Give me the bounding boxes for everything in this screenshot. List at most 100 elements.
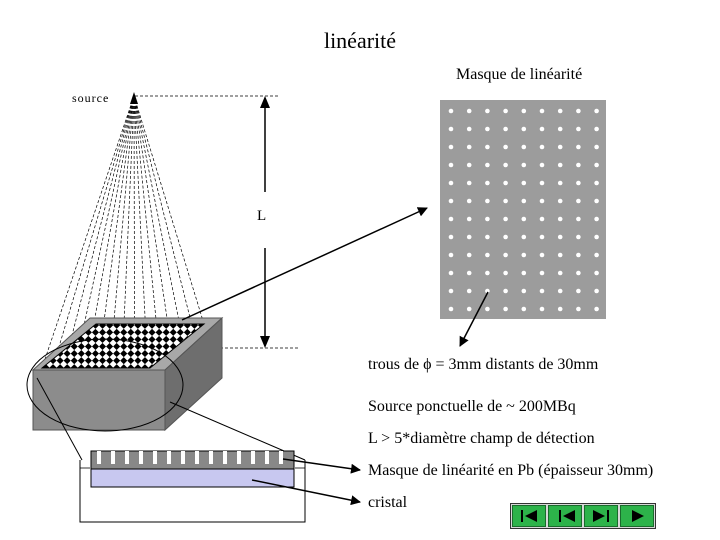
mask-hole	[539, 180, 545, 186]
mask-hole	[521, 288, 527, 294]
mask-hole	[557, 108, 563, 114]
mask-hole	[521, 198, 527, 204]
mask-hole	[594, 216, 599, 222]
arrow-to-pb	[282, 458, 361, 474]
mask-hole	[448, 234, 454, 240]
mask-hole	[466, 216, 472, 222]
mask-hole	[503, 306, 508, 312]
mask-hole	[503, 198, 508, 204]
mask-hole	[539, 108, 545, 114]
mask-hole	[485, 198, 490, 204]
mask-hole	[485, 234, 490, 240]
crystal-caption: cristal	[368, 494, 408, 511]
last-slide-button[interactable]	[620, 505, 654, 527]
mask-hole	[485, 108, 490, 114]
previous-slide-button[interactable]	[548, 505, 582, 527]
mask-hole	[466, 180, 472, 186]
mask-hole	[576, 198, 581, 204]
mask-hole	[539, 234, 545, 240]
mask-hole	[594, 252, 599, 258]
mask-hole	[594, 162, 599, 168]
mask-hole	[594, 306, 599, 312]
holes-caption: trous de ϕ = 3mm distants de 30mm	[368, 356, 599, 373]
mask-hole	[466, 198, 472, 204]
mask-hole	[521, 126, 527, 132]
mask-hole	[594, 234, 599, 240]
mask-holes	[448, 108, 599, 312]
mask-hole	[539, 252, 545, 258]
mask-hole	[448, 270, 454, 276]
mask-hole	[557, 216, 563, 222]
mask-hole	[503, 162, 508, 168]
mask-hole	[594, 126, 599, 132]
mask-hole	[521, 252, 527, 258]
arrow-to-mask	[181, 207, 428, 321]
mask-hole	[503, 144, 508, 150]
mask-hole	[557, 234, 563, 240]
source-caption: Source ponctuelle de ~ 200MBq	[368, 398, 576, 415]
mask-hole	[539, 216, 545, 222]
mask-hole	[539, 162, 545, 168]
mask-hole	[485, 216, 490, 222]
pb-mask-caption: Masque de linéarité en Pb (épaisseur 30m…	[368, 462, 654, 479]
mask-hole	[503, 216, 508, 222]
mask-hole	[448, 198, 454, 204]
mask-hole	[448, 216, 454, 222]
checker-mask	[40, 323, 206, 369]
first-icon	[521, 510, 537, 522]
mask-hole	[576, 108, 581, 114]
mask-hole	[448, 162, 454, 168]
mask-hole	[448, 288, 454, 294]
mask-hole	[503, 108, 508, 114]
next-slide-button[interactable]	[584, 505, 618, 527]
mask-hole	[485, 126, 490, 132]
mask-hole	[576, 144, 581, 150]
next-icon	[593, 510, 609, 522]
mask-hole	[485, 288, 490, 294]
mask-hole	[594, 144, 599, 150]
distance-arrow	[260, 96, 270, 348]
mask-hole	[466, 126, 472, 132]
mask-hole	[557, 126, 563, 132]
mask-hole	[503, 270, 508, 276]
arrow-to-crystal	[251, 479, 361, 506]
mask-hole	[594, 288, 599, 294]
mask-hole	[576, 216, 581, 222]
mask-hole	[485, 252, 490, 258]
mask-hole	[539, 198, 545, 204]
mask-hole	[576, 306, 581, 312]
mask-hole	[485, 180, 490, 186]
mask-hole	[576, 180, 581, 186]
mask-hole	[576, 126, 581, 132]
mask-hole	[521, 270, 527, 276]
field-of-view-ellipse	[26, 338, 184, 432]
mask-hole	[594, 270, 599, 276]
mask-hole	[466, 252, 472, 258]
mask-hole	[521, 180, 527, 186]
mask-hole	[466, 108, 472, 114]
mask-hole	[466, 270, 472, 276]
mask-hole	[503, 252, 508, 258]
detector-block	[26, 316, 224, 432]
mask-hole	[521, 216, 527, 222]
mask-hole	[448, 306, 454, 312]
mask-hole	[503, 180, 508, 186]
mask-hole	[576, 252, 581, 258]
mask-hole	[448, 252, 454, 258]
mask-hole	[521, 108, 527, 114]
first-slide-button[interactable]	[512, 505, 546, 527]
mask-hole	[485, 306, 490, 312]
mask-hole	[557, 180, 563, 186]
arrow-to-hole	[459, 291, 489, 347]
mask-hole	[521, 144, 527, 150]
page-title: linéarité	[323, 28, 397, 53]
mask-hole	[594, 180, 599, 186]
mask-hole	[503, 234, 508, 240]
mask-hole	[466, 144, 472, 150]
mask-hole	[539, 288, 545, 294]
mask-hole	[521, 234, 527, 240]
mask-hole	[557, 288, 563, 294]
previous-icon	[559, 510, 575, 522]
mask-title: Masque de linéarité	[456, 66, 583, 83]
crystal-layer	[90, 468, 295, 488]
